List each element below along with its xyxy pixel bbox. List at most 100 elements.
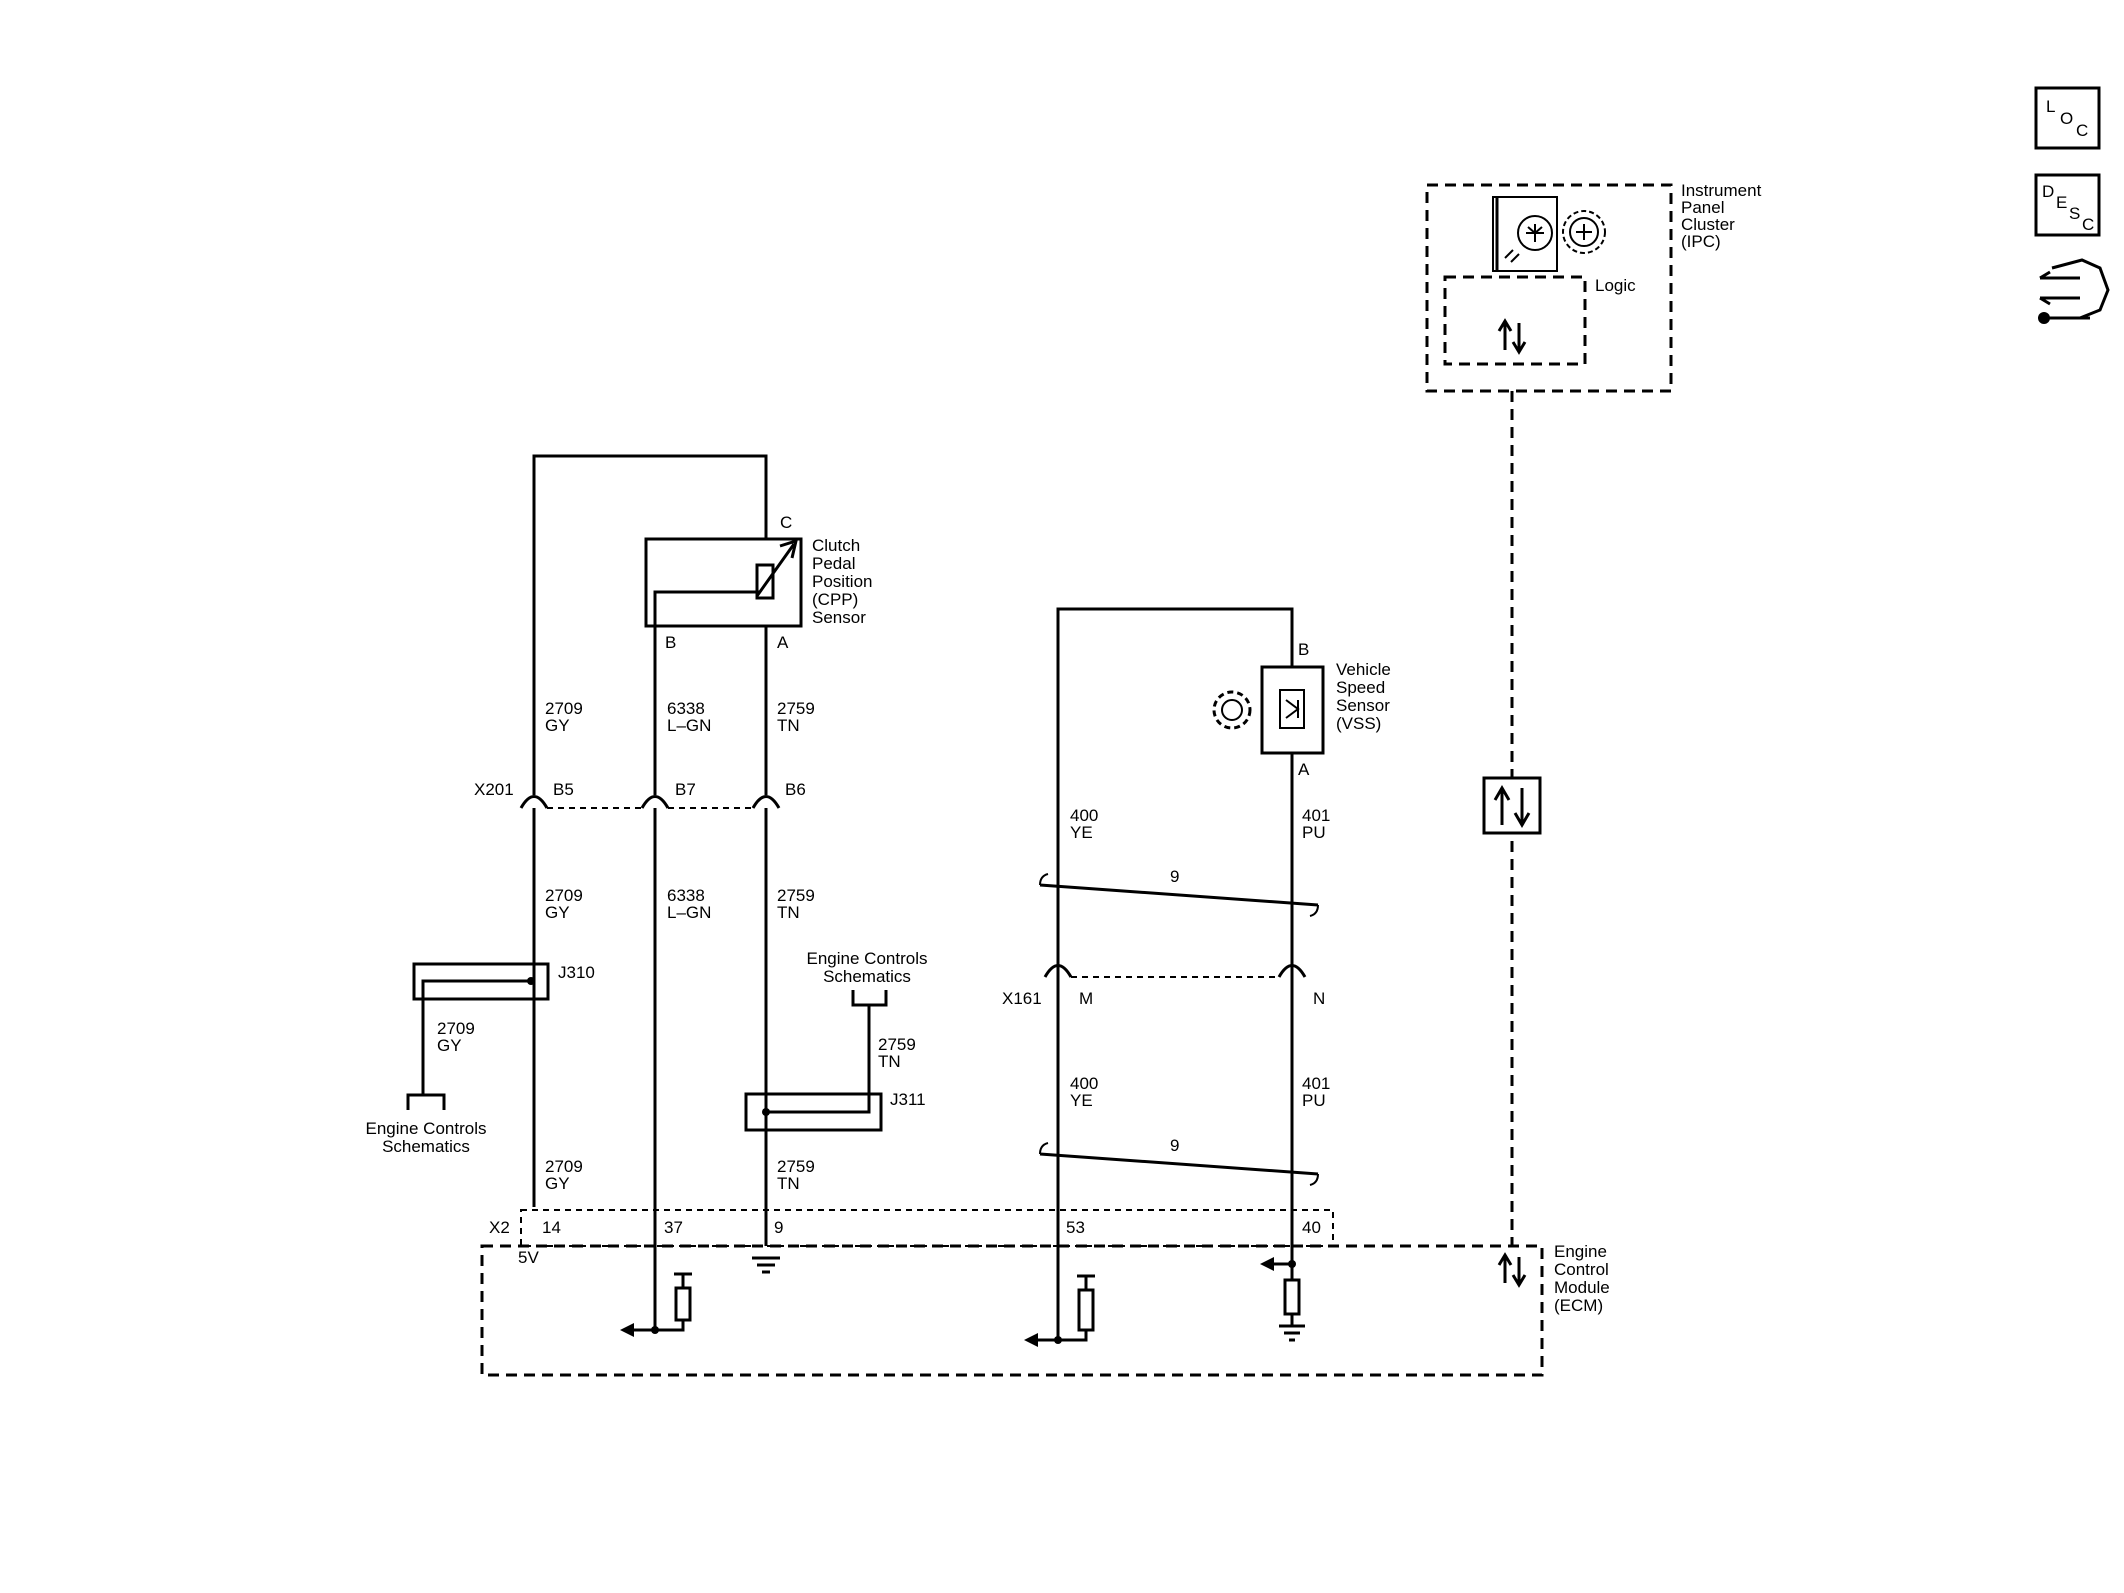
ecm-pin-14: 14: [542, 1218, 561, 1237]
svg-text:GY: GY: [545, 716, 570, 735]
input-arrow-icon: [620, 1323, 634, 1337]
svg-text:401: 401: [1302, 1074, 1330, 1093]
wire-2709-upper: [532, 454, 768, 795]
x161-pin-m: M: [1079, 989, 1093, 1008]
svg-text:TN: TN: [777, 903, 800, 922]
diagnostic-connector-icon[interactable]: [2038, 258, 2110, 324]
loc-letter-l: L: [2046, 97, 2055, 116]
data-arrows-icon-ecm: [1497, 1252, 1527, 1288]
svg-text:Clutch: Clutch: [812, 536, 860, 555]
twisted-pair-upper: 9: [1039, 867, 1319, 917]
ecm-pin-40: 40: [1302, 1218, 1321, 1237]
vss-pin-a: A: [1298, 760, 1310, 779]
svg-text:Module: Module: [1554, 1278, 1610, 1297]
location-icon[interactable]: L O C: [2034, 86, 2101, 150]
svg-text:Control: Control: [1554, 1260, 1609, 1279]
svg-text:(CPP): (CPP): [812, 590, 858, 609]
desc-letter-c: C: [2082, 215, 2094, 234]
ipc-module: Logic Instrument Panel Cluster (IPC): [1425, 181, 1762, 393]
vss-sensor: B A Vehicle Speed Sensor (VSS): [1056, 607, 1391, 960]
svg-text:PU: PU: [1302, 823, 1326, 842]
x161-pin-n: N: [1313, 989, 1325, 1008]
gear-icon: [1562, 210, 1606, 254]
svg-text:(VSS): (VSS): [1336, 714, 1381, 733]
description-icon[interactable]: D E S C: [2034, 173, 2101, 237]
data-arrows-icon: [1497, 318, 1527, 355]
loc-letter-o: O: [2060, 109, 2073, 128]
x201-label: X201: [474, 780, 514, 799]
engine-controls-ref-left: Engine Controls Schematics: [366, 1119, 487, 1156]
connector-x161: X161 M N: [1002, 960, 1325, 1008]
twisted-pair-lower: 9: [1039, 1136, 1319, 1186]
svg-text:(ECM): (ECM): [1554, 1296, 1603, 1315]
gear-icon-vss: [1212, 690, 1252, 730]
svg-text:Engine Controls: Engine Controls: [807, 949, 928, 968]
ecm-module: X2 14 37 9 53 40 5V: [480, 1209, 1610, 1377]
splice-j311: J311 2759 TN Engine Controls Schematics: [744, 949, 928, 1132]
cpp-sensor: C B A Clutch Pedal Position (CPP) Sensor: [644, 513, 872, 652]
x201-pin-b7: B7: [675, 780, 696, 799]
svg-text:YE: YE: [1070, 1091, 1093, 1110]
svg-text:2709: 2709: [437, 1019, 475, 1038]
svg-text:9: 9: [1170, 1136, 1179, 1155]
svg-text:2709: 2709: [545, 699, 583, 718]
pullup-resistor-53: [1077, 1288, 1095, 1332]
svg-text:J310: J310: [558, 963, 595, 982]
pulldown-resistor-40: [1283, 1278, 1301, 1316]
svg-text:TN: TN: [777, 1174, 800, 1193]
ecm-connector-x2: X2: [489, 1218, 510, 1237]
desc-letter-e: E: [2056, 193, 2067, 212]
indicator-lamp-icon: [1504, 215, 1553, 263]
svg-text:TN: TN: [878, 1052, 901, 1071]
svg-text:2709: 2709: [545, 886, 583, 905]
pullup-resistor-37: [674, 1286, 692, 1322]
cpp-pin-a: A: [777, 633, 789, 652]
svg-text:Vehicle: Vehicle: [1336, 660, 1391, 679]
desc-letter-d: D: [2042, 182, 2054, 201]
ecm-5v-label: 5V: [518, 1248, 539, 1267]
svg-text:2759: 2759: [777, 699, 815, 718]
x161-label: X161: [1002, 989, 1042, 1008]
svg-text:6338: 6338: [667, 699, 705, 718]
svg-text:2759: 2759: [777, 1157, 815, 1176]
svg-text:L–GN: L–GN: [667, 903, 711, 922]
svg-text:Pedal: Pedal: [812, 554, 855, 573]
svg-text:Position: Position: [812, 572, 872, 591]
svg-text:400: 400: [1070, 1074, 1098, 1093]
svg-text:YE: YE: [1070, 823, 1093, 842]
svg-text:Schematics: Schematics: [823, 967, 911, 986]
ecm-pin-53: 53: [1066, 1218, 1085, 1237]
svg-text:GY: GY: [437, 1036, 462, 1055]
svg-text:Engine Controls: Engine Controls: [366, 1119, 487, 1138]
svg-text:Schematics: Schematics: [382, 1137, 470, 1156]
svg-text:Cluster: Cluster: [1681, 215, 1735, 234]
svg-text:L–GN: L–GN: [667, 716, 711, 735]
loc-letter-c: C: [2076, 121, 2088, 140]
ipc-logic-label: Logic: [1595, 276, 1636, 295]
svg-text:Speed: Speed: [1336, 678, 1385, 697]
svg-text:9: 9: [1170, 867, 1179, 886]
svg-text:2759: 2759: [777, 886, 815, 905]
svg-text:PU: PU: [1302, 1091, 1326, 1110]
vss-pin-b: B: [1298, 640, 1309, 659]
input-arrow-icon: [1024, 1333, 1038, 1347]
svg-text:Sensor: Sensor: [1336, 696, 1390, 715]
svg-text:GY: GY: [545, 1174, 570, 1193]
ground-icon-pin9: [752, 1256, 780, 1274]
svg-text:6338: 6338: [667, 886, 705, 905]
svg-text:2709: 2709: [545, 1157, 583, 1176]
connector-x201: X201 B5 B7 B6: [474, 780, 806, 826]
svg-text:TN: TN: [777, 716, 800, 735]
svg-text:J311: J311: [890, 1090, 926, 1109]
vss-label: Vehicle Speed Sensor (VSS): [1336, 660, 1391, 733]
cpp-sensor-label: Clutch Pedal Position (CPP) Sensor: [812, 536, 872, 627]
svg-text:400: 400: [1070, 806, 1098, 825]
ecm-label: Engine Control Module (ECM): [1554, 1242, 1610, 1315]
cpp-pin-c: C: [780, 513, 792, 532]
ecm-pin-9: 9: [774, 1218, 783, 1237]
svg-text:Instrument: Instrument: [1681, 181, 1762, 200]
desc-letter-s: S: [2069, 204, 2080, 223]
x201-pin-b6: B6: [785, 780, 806, 799]
splice-j310: J310 2709 GY Engine Controls Schematics: [366, 962, 595, 1156]
